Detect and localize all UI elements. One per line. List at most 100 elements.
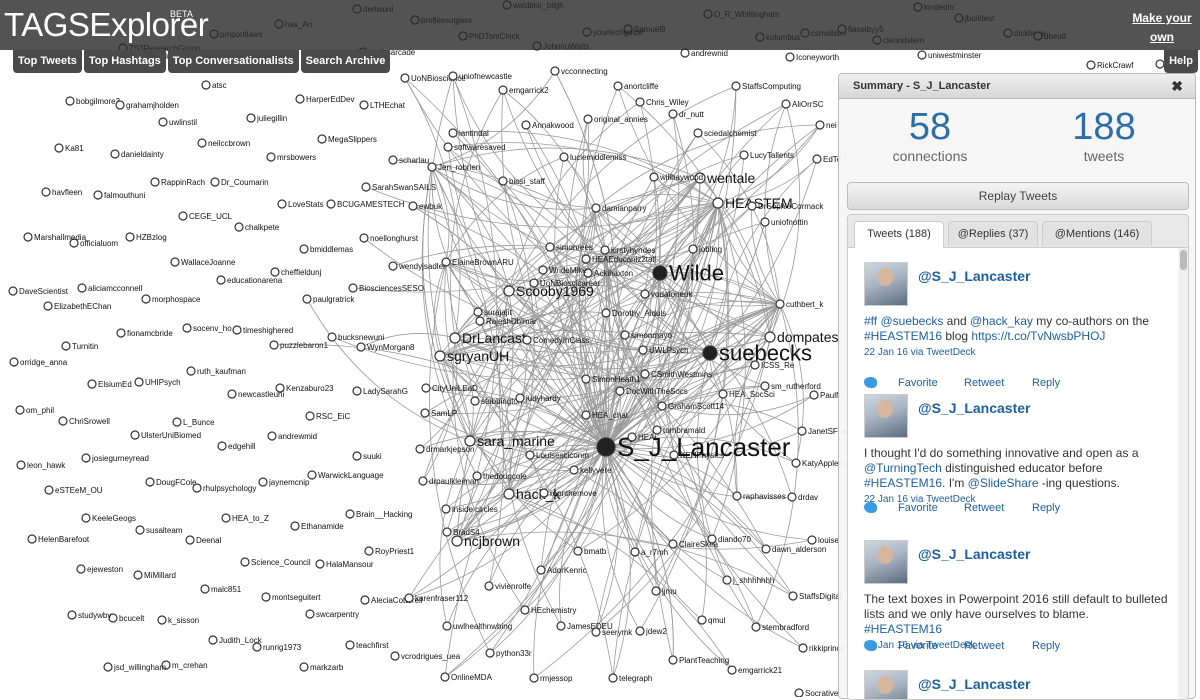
graph-node[interactable]: leon_hawk [16, 460, 66, 470]
graph-node[interactable]: RappinRach [150, 177, 205, 187]
graph-node[interactable]: morphospace [141, 294, 201, 304]
node-marker[interactable] [76, 564, 86, 574]
node-marker[interactable] [161, 660, 171, 670]
graph-node[interactable]: k_sisson [157, 615, 199, 625]
node-marker[interactable] [359, 100, 369, 110]
graph-node[interactable]: wentale [694, 170, 755, 186]
node-marker[interactable] [791, 458, 801, 468]
retweet-button[interactable]: Retweet [964, 502, 1005, 514]
node-marker[interactable] [299, 244, 309, 254]
graph-node[interactable]: newcastleuni [227, 389, 284, 399]
graph-node[interactable]: raphavisses [732, 491, 786, 501]
graph-node[interactable]: HEA_chat [581, 410, 629, 420]
node-marker[interactable] [581, 254, 591, 264]
node-marker[interactable] [581, 374, 591, 384]
node-marker[interactable] [449, 332, 461, 344]
avatar[interactable] [864, 262, 908, 306]
node-marker[interactable] [520, 605, 530, 615]
graph-node[interactable]: thedougcole [472, 471, 527, 481]
graph-node[interactable]: KEHPhysics [669, 450, 724, 460]
node-marker[interactable] [451, 535, 463, 547]
node-marker[interactable] [448, 128, 458, 138]
graph-node[interactable]: LTHEchat [359, 100, 406, 110]
graph-node[interactable]: aliciamcconnell [77, 283, 142, 293]
node-marker[interactable] [359, 233, 369, 243]
node-marker[interactable] [418, 476, 428, 486]
node-marker[interactable] [221, 513, 231, 523]
node-marker[interactable] [388, 155, 398, 165]
node-marker[interactable] [246, 113, 256, 123]
node-marker[interactable] [43, 301, 53, 311]
graph-node[interactable]: bobgilmore3 [65, 96, 121, 106]
node-marker[interactable] [130, 430, 140, 440]
graph-node[interactable]: CEGE_UCL [178, 211, 233, 221]
node-marker[interactable] [158, 117, 168, 127]
node-marker[interactable] [352, 451, 362, 461]
graph-node[interactable]: UWLPsych [638, 345, 689, 355]
graph-node[interactable]: DrSophieCormack [747, 201, 824, 211]
node-marker[interactable] [760, 381, 770, 391]
node-marker[interactable] [538, 265, 548, 275]
graph-node[interactable]: susalteam [135, 525, 183, 535]
node-marker[interactable] [269, 340, 279, 350]
graph-node[interactable]: WynMorgan8 [356, 342, 415, 352]
graph-node[interactable]: uniofnottin [760, 217, 808, 227]
graph-node[interactable]: drpaulkleiman [418, 476, 479, 486]
graph-node[interactable]: educationarena [216, 275, 283, 285]
node-marker[interactable] [613, 81, 623, 91]
graph-node[interactable]: iantindal [448, 128, 489, 138]
graph-node[interactable]: Marshallmedia [23, 232, 87, 242]
graph-node[interactable]: UHIPsych [134, 377, 181, 387]
graph-node[interactable]: Paulfr [809, 390, 841, 400]
graph-node[interactable]: dawn_alderson [761, 544, 826, 554]
node-marker[interactable] [348, 283, 358, 293]
graph-node[interactable]: jsd_willingham [103, 662, 166, 672]
node-marker[interactable] [227, 389, 237, 399]
graph-node[interactable]: AliOrrSC [781, 99, 824, 109]
node-marker[interactable] [61, 341, 71, 351]
graph-node[interactable]: ChriSrowell [58, 416, 110, 426]
node-marker[interactable] [760, 217, 770, 227]
graph-node[interactable]: HEAi [627, 432, 656, 442]
node-marker[interactable] [707, 534, 717, 544]
retweet-button[interactable]: Retweet [964, 377, 1005, 389]
graph-node[interactable]: j_shhhhhhh [722, 575, 774, 585]
node-marker[interactable] [583, 268, 593, 278]
graph-node[interactable]: simonrees [545, 242, 593, 252]
graph-node[interactable]: uwlhealthnwbing [442, 621, 512, 631]
graph-node[interactable]: HelenBarefoot [27, 534, 90, 544]
graph-node[interactable]: suuki [352, 451, 382, 461]
node-marker[interactable] [216, 275, 226, 285]
graph-node[interactable]: noellonghurst [359, 233, 419, 243]
node-marker[interactable] [305, 411, 315, 421]
graph-node[interactable]: Judith_Lock [208, 635, 263, 645]
graph-node[interactable]: sciedalchemist [693, 128, 757, 138]
node-marker[interactable] [464, 435, 476, 447]
graph-node[interactable]: python33r [485, 648, 532, 658]
graph-node[interactable]: bmatb [573, 546, 607, 556]
node-marker[interactable] [515, 393, 525, 403]
avatar[interactable] [864, 670, 908, 699]
graph-node[interactable]: bcucelt [108, 613, 145, 623]
graph-node[interactable]: LadySarahG [352, 386, 408, 396]
graph-node[interactable]: kellyvere [569, 465, 612, 475]
node-marker[interactable] [404, 593, 414, 603]
graph-node[interactable]: DocWithTheSocs [615, 386, 688, 396]
node-marker[interactable] [16, 460, 26, 470]
node-marker[interactable] [788, 591, 798, 601]
graph-node[interactable]: markzarb [299, 662, 344, 672]
node-marker[interactable] [498, 176, 508, 186]
tweet-link[interactable]: #HEASTEM16 [864, 329, 943, 343]
graph-node[interactable]: studywbv [67, 610, 111, 620]
node-marker[interactable] [103, 662, 113, 672]
graph-node[interactable]: sara_marine [464, 433, 555, 449]
tab-tweets[interactable]: Tweets (188) [854, 221, 944, 248]
graph-node[interactable]: StaffsDigital [788, 591, 842, 601]
graph-node[interactable]: fionamcbride [116, 328, 173, 338]
node-marker[interactable] [58, 416, 68, 426]
node-marker[interactable] [270, 267, 280, 277]
graph-node[interactable]: om_phil [15, 405, 54, 415]
graph-node[interactable]: hack_k [503, 486, 561, 502]
tweet-link[interactable]: #HEASTEM16 [864, 476, 943, 490]
node-marker[interactable] [591, 627, 601, 637]
